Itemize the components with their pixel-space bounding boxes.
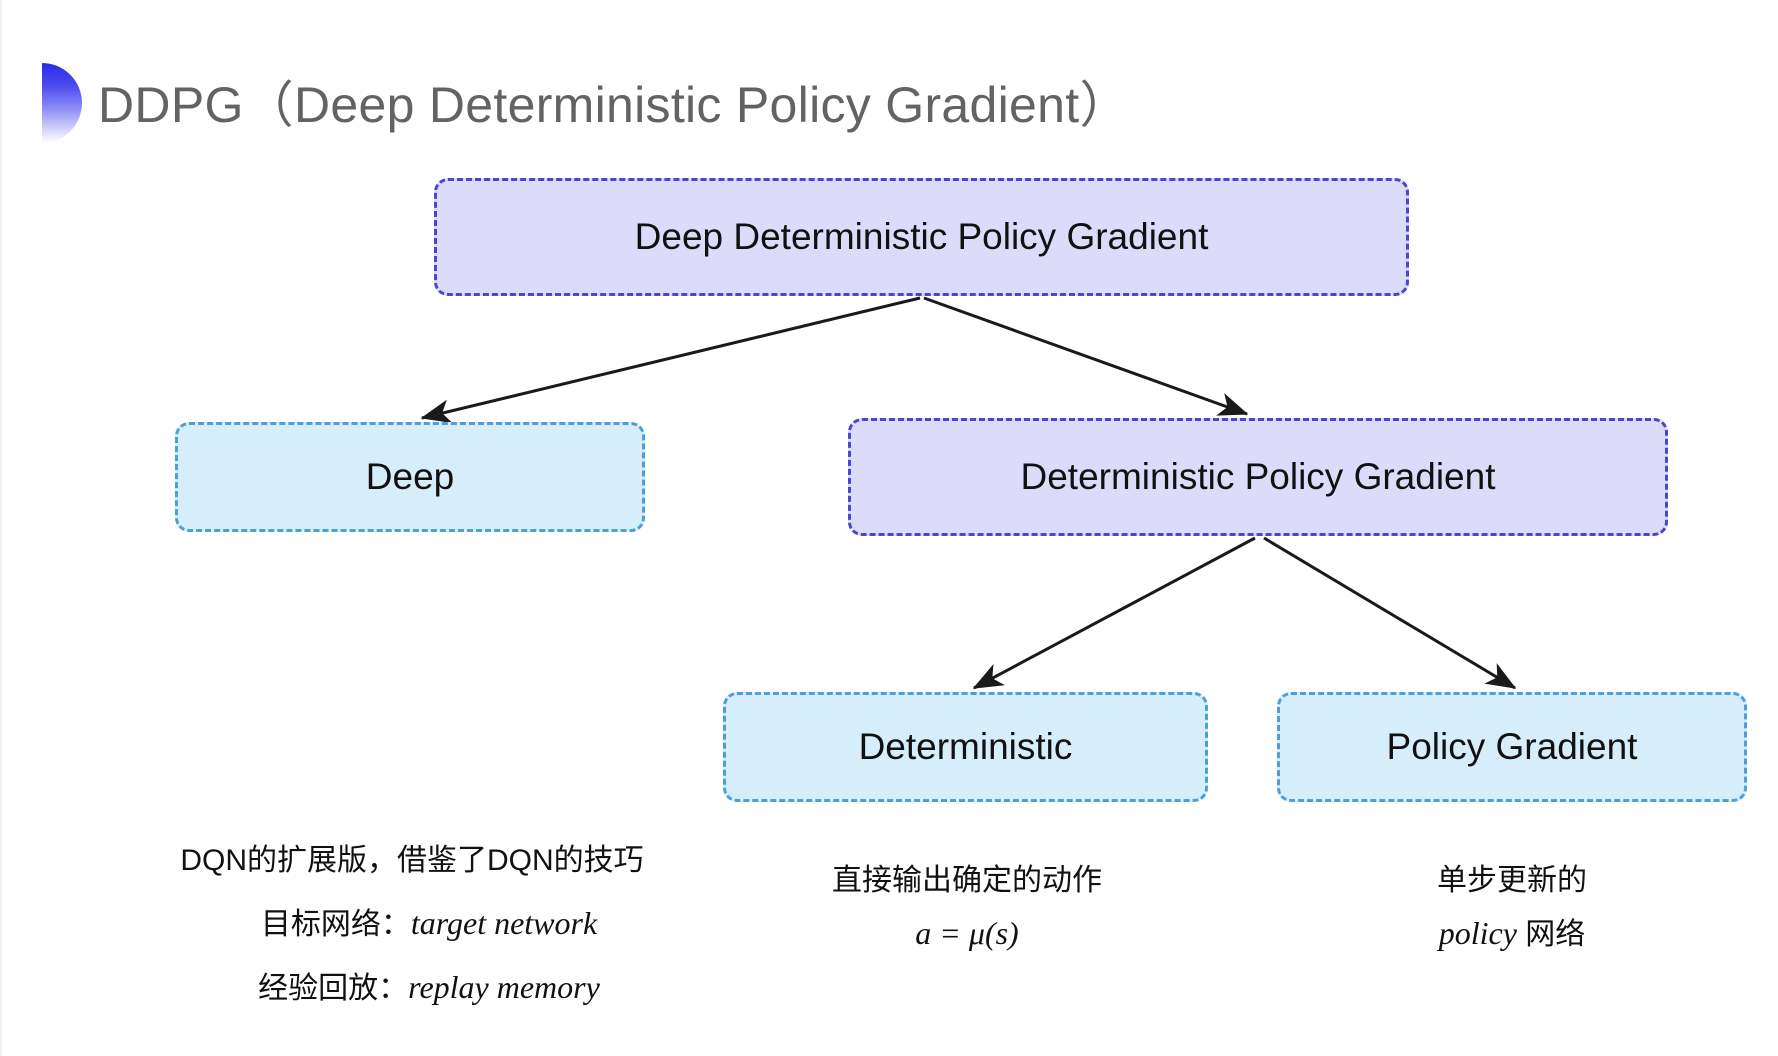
page-title: DDPG（Deep Deterministic Policy Gradient）	[98, 77, 1130, 133]
caption-deterministic-formula: a = μ(s)	[915, 915, 1019, 951]
node-deep[interactable]: Deep	[175, 422, 645, 532]
caption-deep-line3-label: 经验回放：	[258, 972, 409, 1005]
caption-deep-line2-term: target network	[410, 905, 598, 941]
caption-policy-gradient-term: policy	[1438, 915, 1517, 951]
caption-deterministic-line1: 直接输出确定的动作	[832, 864, 1102, 897]
edge-root-to-deep	[420, 296, 921, 423]
node-label: Deterministic Policy Gradient	[1020, 456, 1496, 497]
caption-deterministic: 直接输出确定的动作 a = μ(s)	[702, 855, 1232, 959]
caption-policy-gradient-line2: policy 网络	[1282, 907, 1742, 961]
node-label: Policy Gradient	[1386, 726, 1638, 767]
caption-deep-line2-label: 目标网络：	[260, 908, 411, 941]
node-label: Deep	[365, 456, 455, 497]
node-deterministic-policy-gradient[interactable]: Deterministic Policy Gradient	[848, 418, 1668, 536]
caption-deep: DQN的扩展版，借鉴了DQN的技巧 目标网络：target network 经验…	[62, 830, 762, 1020]
node-deep-deterministic-policy-gradient[interactable]: Deep Deterministic Policy Gradient	[434, 178, 1409, 296]
caption-deep-line3: 经验回放：replay memory	[62, 956, 762, 1020]
caption-deep-line1: DQN的扩展版，借鉴了DQN的技巧	[180, 844, 644, 877]
caption-deep-line3-term: replay memory	[408, 969, 600, 1005]
node-label: Deep Deterministic Policy Gradient	[634, 216, 1209, 257]
node-deterministic[interactable]: Deterministic	[723, 692, 1208, 802]
edge-dpg-to-policy-gradient	[1263, 536, 1517, 690]
caption-deep-line2: 目标网络：target network	[62, 892, 762, 956]
caption-policy-gradient-suffix: 网络	[1516, 918, 1586, 951]
caption-policy-gradient: 单步更新的 policy 网络	[1282, 855, 1742, 961]
edge-root-to-dpg	[923, 296, 1249, 416]
edge-dpg-to-deterministic	[972, 536, 1256, 690]
caption-policy-gradient-line1: 单步更新的	[1437, 864, 1587, 897]
node-policy-gradient[interactable]: Policy Gradient	[1277, 692, 1747, 802]
node-label: Deterministic	[858, 726, 1073, 767]
